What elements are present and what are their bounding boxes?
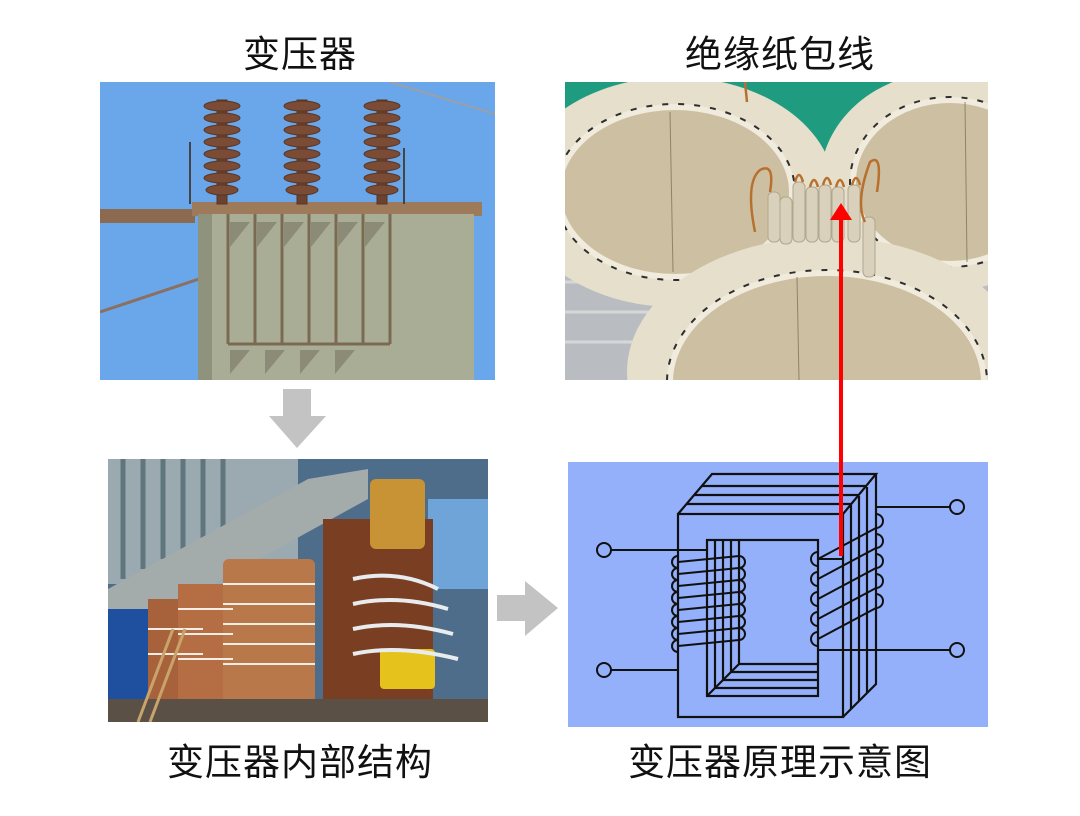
caption-insulated-wire: 绝缘纸包线 [685, 33, 875, 76]
arrow-down-icon [269, 389, 326, 448]
fin-shadows [230, 222, 385, 374]
radiator-fins [226, 214, 392, 346]
primary-winding [604, 549, 746, 671]
caption-transformer: 变压器 [243, 33, 357, 76]
terminal-secondary-top [949, 499, 965, 515]
core [676, 472, 879, 719]
cross-arm [100, 209, 195, 223]
power-line [389, 82, 495, 115]
transformer-illustration [100, 82, 495, 380]
arrow-right-icon [497, 581, 558, 636]
caption-schematic: 变压器原理示意图 [628, 741, 932, 784]
tap-changer-bottom [380, 649, 435, 689]
internal-structure-illustration [108, 459, 488, 722]
caption-internal-structure: 变压器内部结构 [167, 741, 433, 784]
ladder [136, 628, 187, 722]
coils-illustration [565, 82, 988, 380]
windings [148, 559, 315, 709]
insulator-left [203, 99, 241, 205]
core-side-face [842, 474, 878, 718]
support-beam [108, 469, 368, 619]
terminals [596, 499, 965, 678]
insulators [203, 99, 401, 205]
internal-structure-photo [108, 459, 488, 722]
insulator-middle [283, 99, 321, 205]
terminal-primary-top [596, 542, 612, 558]
terminal-secondary-bottom [949, 642, 965, 658]
tank-ribs [120, 459, 226, 579]
tank-lid [192, 202, 482, 216]
secondary-winding [810, 506, 956, 651]
coil-front [627, 237, 988, 380]
insulator-right [363, 99, 401, 205]
tap-leads [352, 573, 459, 661]
arrester-rods [189, 142, 405, 204]
insulated-wire-photo [565, 82, 988, 380]
transformer-photo [100, 82, 495, 380]
copper-wire-loops [743, 82, 881, 233]
schematic-svg [596, 472, 965, 719]
schematic-diagram [568, 462, 988, 727]
terminal-primary-bottom [596, 662, 612, 678]
tap-changer-top [370, 479, 425, 549]
